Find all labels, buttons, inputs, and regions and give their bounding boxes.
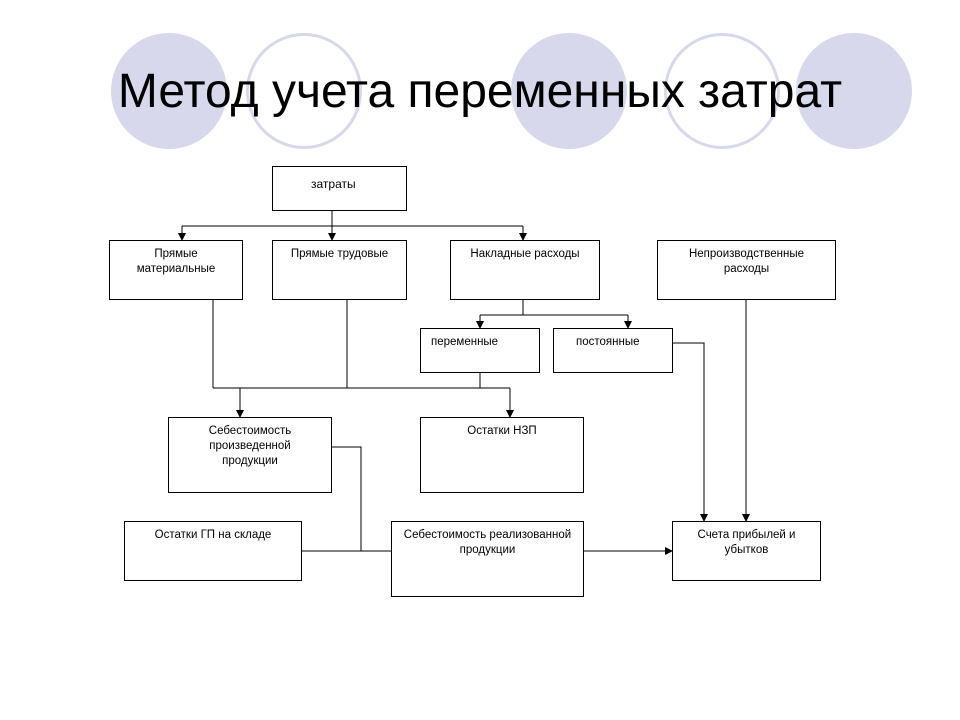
decor-circle-4 [664, 33, 780, 149]
node-neproizvodstvennye: Непроизводственные расходы [657, 240, 836, 300]
decor-circle-1 [111, 33, 227, 149]
decor-circle-5 [796, 33, 912, 149]
node-zatraty: затраты [272, 166, 407, 211]
node-postoyannye: постоянные [553, 328, 673, 373]
node-nakladnye: Накладные расходы [450, 240, 600, 300]
node-pryamye-materialnye: Прямые материальные [109, 240, 243, 300]
decor-circle-3 [511, 33, 627, 149]
slide-title: Метод учета переменных затрат [117, 65, 843, 118]
decor-circle-2 [246, 33, 362, 149]
node-ostatki-gp: Остатки ГП на складе [124, 521, 302, 581]
node-sebestoimost-proizv: Себестоимость произведенной продукции [168, 417, 332, 493]
node-peremennye: переменные [420, 328, 540, 373]
node-pryamye-trudovye: Прямые трудовые [272, 240, 407, 300]
node-sebestoimost-real: Себестоимость реализованной продукции [391, 521, 584, 597]
node-scheta: Счета прибылей и убытков [672, 521, 821, 581]
connector-sebestoimost-proizv-out [332, 446, 362, 551]
node-ostatki-nzp: Остатки НЗП [420, 417, 584, 493]
arrow-postoyannye-to-scheta [673, 342, 708, 522]
